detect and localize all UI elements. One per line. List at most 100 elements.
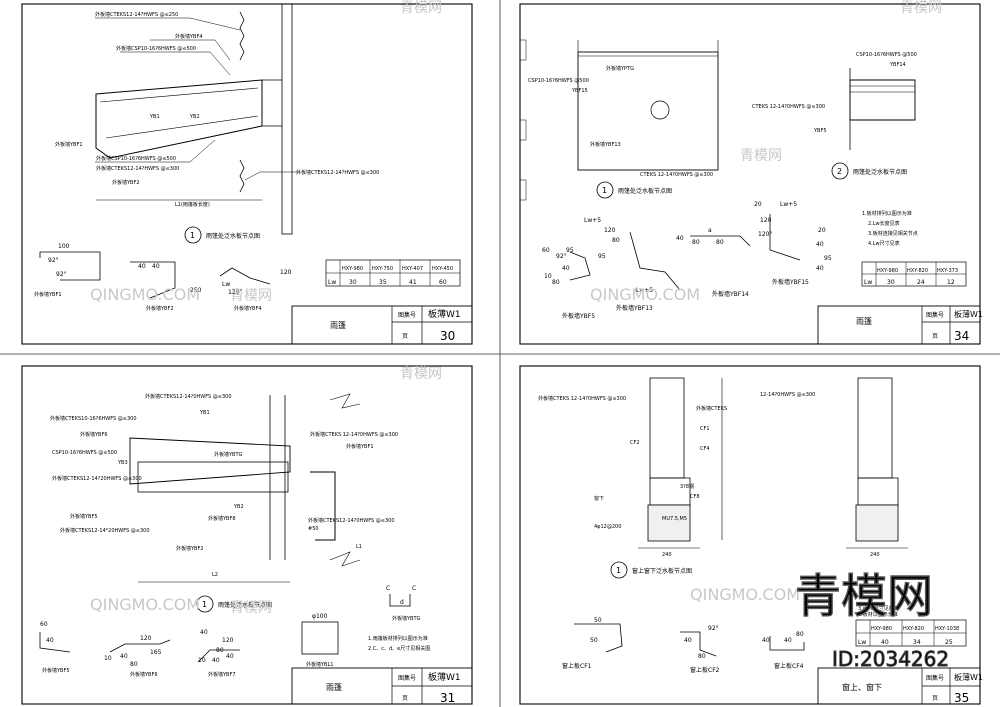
sheet2-table-val: 12	[947, 279, 955, 286]
sheet3-callout: 外板墙CTEKS12-14?20HWFS @≤300	[52, 475, 142, 482]
sheet4-table-val: 40	[881, 639, 889, 646]
sheet4-dim: 40	[784, 637, 792, 644]
watermark-2: QINGMO.COM	[590, 285, 700, 304]
sheet2-part: 外板墙YBF15	[772, 278, 809, 286]
sheet3-part: 外板墙YBF6	[130, 671, 158, 678]
sheet4-callout: CF4	[700, 446, 710, 452]
watermark-cn-2: 青模网	[400, 0, 442, 16]
sheet3-callout: 外板墙YBF8	[208, 515, 236, 522]
sheet3-dim: 40	[212, 657, 220, 664]
sheet1-callout: YB2	[189, 114, 200, 120]
sheet4-part: 窗上板CF4	[774, 662, 804, 670]
sheet3-part: 外板墙YBF5	[42, 667, 70, 674]
sheet1-table-val: 30	[349, 279, 357, 286]
sheet3-dim: 120	[222, 637, 234, 644]
sheet4-callout: CF2	[630, 440, 640, 446]
sheet2-note: 3.板材连接见相关节点	[868, 230, 918, 237]
sheet2-callout: YBF14	[889, 62, 906, 68]
sheet4-dim: 40	[684, 637, 692, 644]
sheet1-dim: 120°	[228, 289, 242, 296]
sheet1-atlas-label: 图集号	[398, 311, 416, 319]
sheet4-note: 4.板材以图示为准	[858, 611, 898, 618]
sheet4-dim: 50	[590, 637, 598, 644]
sheet2-dim: 120	[760, 217, 772, 224]
sheet1-detail-no: 1	[190, 231, 195, 240]
sheet2-dim: 60	[542, 247, 550, 254]
sheet1-callout: L1(雨篷板长度)	[175, 201, 210, 208]
sheet2-table-label: Lw	[864, 279, 872, 286]
sheet-3	[21, 365, 473, 705]
sheet3-dim: 10	[198, 657, 206, 664]
sheet4-callout: 4φ12@200	[594, 524, 621, 530]
sheet4-page-label: 页	[932, 695, 938, 702]
sheet2-callout: YBF5	[813, 128, 827, 134]
sheet3-callout: 外板墙CTEKS10-16?6HWFS @≤300	[50, 415, 137, 422]
sheet2-dim: 92°	[556, 253, 567, 260]
sheet3-page-no: 31	[440, 691, 455, 705]
sheet-2	[519, 3, 981, 345]
sheet4-detail-no: 1	[616, 566, 621, 575]
sheet4-detail-title: 窗上窗下泛水板节点图	[632, 567, 692, 575]
sheet2-dim: 120°	[758, 231, 772, 238]
watermark-cn-4: 青模网	[740, 148, 782, 164]
sheet1-part: 外板墙YBF1	[34, 291, 62, 298]
sheet2-dim: 10	[544, 273, 552, 280]
sheet3-dim: d	[400, 599, 404, 606]
sheet4-part: 窗上板CF2	[690, 666, 720, 674]
sheet3-dim: 40	[226, 653, 234, 660]
sheet3-part: 外板墙YBF7	[208, 671, 236, 678]
sheet4-table-val: 34	[913, 639, 921, 646]
sheet2-dim: Lw+5	[636, 287, 653, 294]
sheet2-table-val: 30	[887, 279, 895, 286]
sheet3-detail-no: 1	[202, 600, 207, 609]
sheet2-callout: 外板墙YPTG	[606, 65, 634, 72]
sheet3-title: 雨篷	[326, 682, 342, 692]
sheet3-part: 外板墙YBL1	[306, 661, 333, 668]
sheet3-note: 2.C、c、d、e尺寸见相关图	[368, 645, 430, 652]
sheet3-callout: 外板墙CTEKS 12-14?0HWFS @≤300	[310, 431, 398, 438]
sheet1-atlas-no: 板薄W1	[428, 308, 461, 320]
sheet3-callout: YB3	[117, 460, 128, 466]
sheet4-callout: CF1	[700, 426, 710, 432]
sheet2-callout: 外板墙YBF13	[590, 141, 621, 148]
sheet4-table-label: Lw	[858, 639, 866, 646]
sheet2-dim: Lw+5	[780, 201, 797, 208]
sheet2-part: 外板墙YBF5	[562, 312, 595, 320]
sheet2-dim: 20	[818, 227, 826, 234]
watermark-cn-1: 青模网	[230, 288, 272, 304]
sheet4-callout: 外板墙CTEKS	[696, 405, 727, 412]
sheet4-table-val: 25	[945, 639, 953, 646]
sheet2-dim: 95	[598, 253, 606, 260]
sheet1-dim: 120	[280, 269, 292, 276]
sheet3-dim: 40	[46, 637, 54, 644]
watermark-4: QINGMO.COM	[690, 585, 800, 604]
sheet2-dim: 80	[692, 239, 700, 246]
sheet2-detail-no-2: 2	[837, 167, 842, 176]
sheet2-table-head: HXY-373	[937, 268, 958, 274]
sheet4-callout: MU7.5,M5	[662, 516, 687, 522]
sheet1-table-val: 41	[409, 279, 417, 286]
sheet4-table-head: HXY-1038	[935, 626, 959, 632]
sheet1-table-head: HXY-980	[342, 266, 363, 272]
sheet1-table-head: HXY-407	[402, 266, 423, 272]
sheet1-table-head: HXY-750	[372, 266, 393, 272]
sheet4-callout: 240	[870, 552, 880, 558]
sheet2-detail-title-1: 雨篷处泛水板节点图	[618, 187, 672, 195]
sheet2-dim: 80	[716, 239, 724, 246]
sheet2-page-no: 34	[954, 329, 969, 343]
sheet3-dim: 60	[40, 621, 48, 628]
sheet2-atlas-label: 图集号	[926, 311, 944, 319]
sheet2-note: 4.Lw尺寸见表	[868, 240, 900, 247]
sheet2-dim: 40	[562, 265, 570, 272]
watermark-layer: QINGMO.COM QINGMO.COM QINGMO.COM QINGMO.…	[90, 0, 950, 672]
sheet4-callout: 外板墙CTEKS 12-14?0HWFS @≤300	[538, 395, 626, 402]
sheet3-page-label: 页	[402, 695, 408, 702]
sheet1-table-val: 60	[439, 279, 447, 286]
sheet1-page-no: 30	[440, 329, 455, 343]
sheet4-callout: 窗下	[594, 495, 604, 502]
sheet3-callout: 外板墙CTEKS12-14?0HWFS @≤300	[145, 393, 232, 400]
sheet1-title: 雨篷	[330, 320, 346, 330]
sheet2-part: 外板墙YBF13	[616, 304, 653, 312]
sheet1-page-label: 页	[402, 333, 408, 340]
